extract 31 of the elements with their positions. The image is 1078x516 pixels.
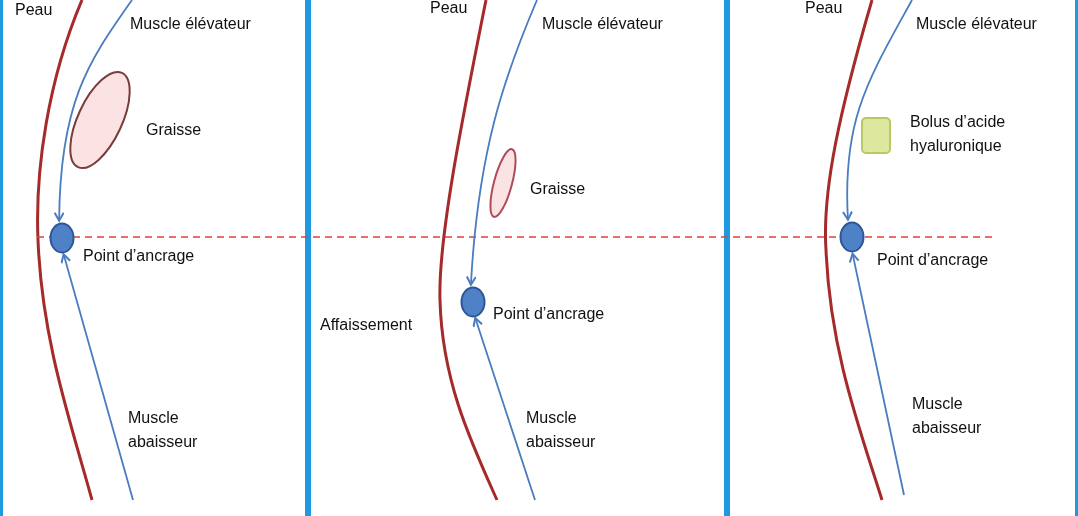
node-label: Graisse: [146, 120, 203, 140]
anchor-point: [839, 221, 865, 253]
muscle-label: Muscle élévateur: [916, 14, 1038, 34]
skin-label: Peau: [430, 0, 468, 18]
fat-ellipse: [70, 72, 130, 168]
fat-ellipse: [490, 149, 516, 217]
muscle-arrow: [53, 0, 133, 222]
muscle-arrow: [472, 317, 536, 501]
muscle-arrow: [848, 252, 905, 496]
bolus-shape: [861, 117, 891, 154]
muscle-arrow: [465, 0, 538, 286]
anchor-point: [460, 286, 486, 318]
muscle-label: Muscle abaisseur: [912, 394, 983, 438]
muscle-label: Muscle élévateur: [542, 14, 664, 34]
panel: [308, 0, 727, 516]
anchor-point: [49, 222, 75, 254]
skin-label: Peau: [805, 0, 843, 18]
node-label: Graisse: [530, 179, 587, 199]
node-label: Bolus d’acide hyaluronique: [910, 112, 1007, 156]
node-label: Point d’ancrage: [877, 250, 990, 270]
panel: [727, 0, 1078, 516]
muscle-label: Muscle abaisseur: [128, 408, 199, 452]
muscle-arrow: [842, 0, 913, 221]
panel: [0, 0, 308, 516]
muscle-arrow: [60, 253, 134, 501]
muscle-label: Muscle élévateur: [130, 14, 252, 34]
muscle-label: Muscle abaisseur: [526, 408, 597, 452]
sagging-label: Affaissement: [320, 315, 413, 335]
skin-label: Peau: [15, 0, 53, 20]
node-label: Point d’ancrage: [493, 304, 606, 324]
node-label: Point d’ancrage: [83, 246, 196, 266]
